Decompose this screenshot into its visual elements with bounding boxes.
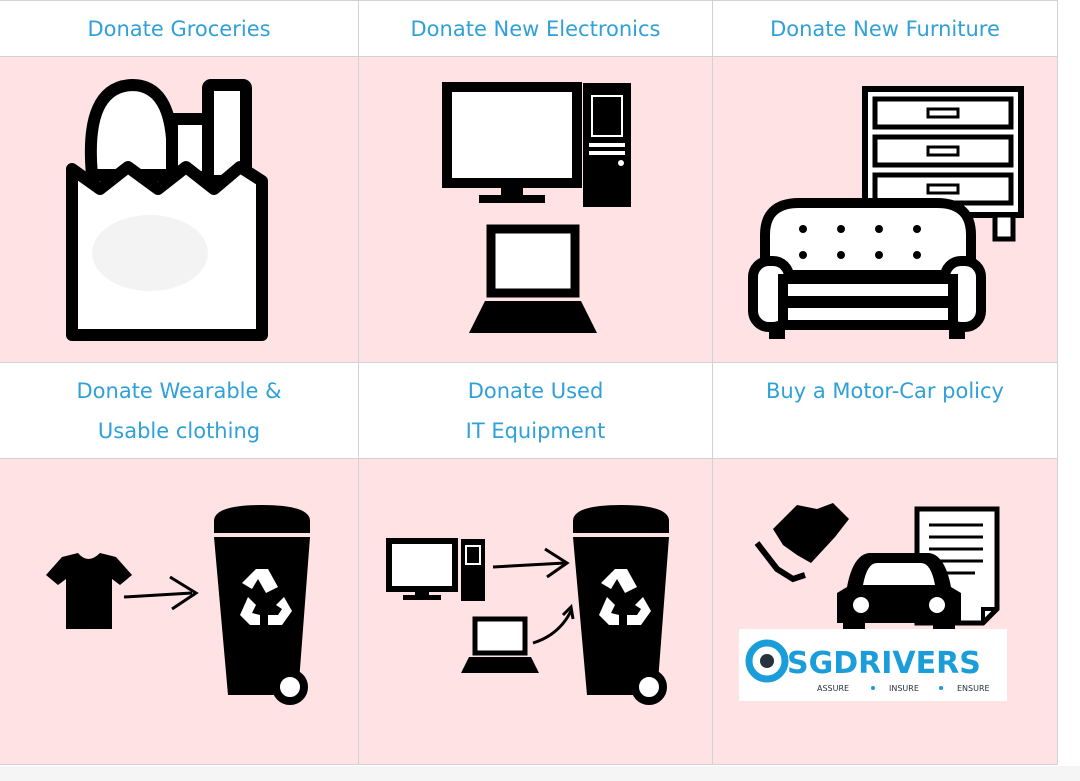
donate-groceries-link[interactable]: Donate Groceries	[87, 17, 271, 41]
card-image-it-equipment[interactable]	[358, 458, 712, 764]
logo-tagline-ensure: ENSURE	[957, 684, 990, 693]
donate-it-line-2: IT Equipment	[465, 419, 606, 443]
logo-tagline-insure: INSURE	[889, 684, 919, 693]
computer-electronics-icon	[442, 82, 631, 333]
donate-clothing-line-1: Donate Wearable &	[76, 379, 282, 403]
card-image-groceries[interactable]	[0, 56, 358, 362]
card-image-clothing[interactable]	[0, 458, 358, 764]
grocery-bag-icon	[66, 79, 268, 341]
card-header-clothing: Donate Wearable & Usable clothing	[0, 362, 358, 458]
it-equipment-recycle-icon	[386, 505, 669, 705]
donate-clothing-line-2: Usable clothing	[97, 419, 261, 443]
logo-tagline-assure: ASSURE	[817, 684, 849, 693]
donate-it-line-1: Donate Used	[467, 379, 604, 403]
clothing-recycle-icon	[46, 505, 310, 705]
logo-brand-text: SGDRIVERS	[787, 646, 981, 681]
card-image-motor-policy[interactable]: SGDRIVERS ASSURE INSURE ENSURE	[712, 458, 1057, 764]
donate-new-furniture-link[interactable]: Donate New Furniture	[770, 17, 1000, 41]
card-header-motor-policy: Buy a Motor-Car policy	[712, 362, 1057, 458]
donation-grid: Donate Groceries Donate New Electronics …	[0, 0, 1058, 765]
card-header-furniture: Donate New Furniture	[712, 0, 1057, 56]
car-policy-icon: SGDRIVERS ASSURE INSURE ENSURE	[739, 503, 1007, 701]
donate-new-electronics-link[interactable]: Donate New Electronics	[410, 17, 661, 41]
card-header-it-equipment: Donate Used IT Equipment	[358, 362, 712, 458]
card-image-electronics[interactable]	[358, 56, 712, 362]
card-header-groceries: Donate Groceries	[0, 0, 358, 56]
donate-clothing-link[interactable]: Donate Wearable & Usable clothing	[77, 371, 282, 451]
donate-used-it-equipment-link[interactable]: Donate Used IT Equipment	[466, 371, 606, 451]
sgdrivers-logo: SGDRIVERS ASSURE INSURE ENSURE	[739, 629, 1007, 701]
page-bottom-strip	[0, 766, 1080, 781]
card-image-furniture[interactable]	[712, 56, 1057, 362]
furniture-sofa-drawers-icon	[748, 86, 1024, 339]
buy-motor-car-policy-link[interactable]: Buy a Motor-Car policy	[766, 379, 1004, 403]
card-header-electronics: Donate New Electronics	[358, 0, 712, 56]
